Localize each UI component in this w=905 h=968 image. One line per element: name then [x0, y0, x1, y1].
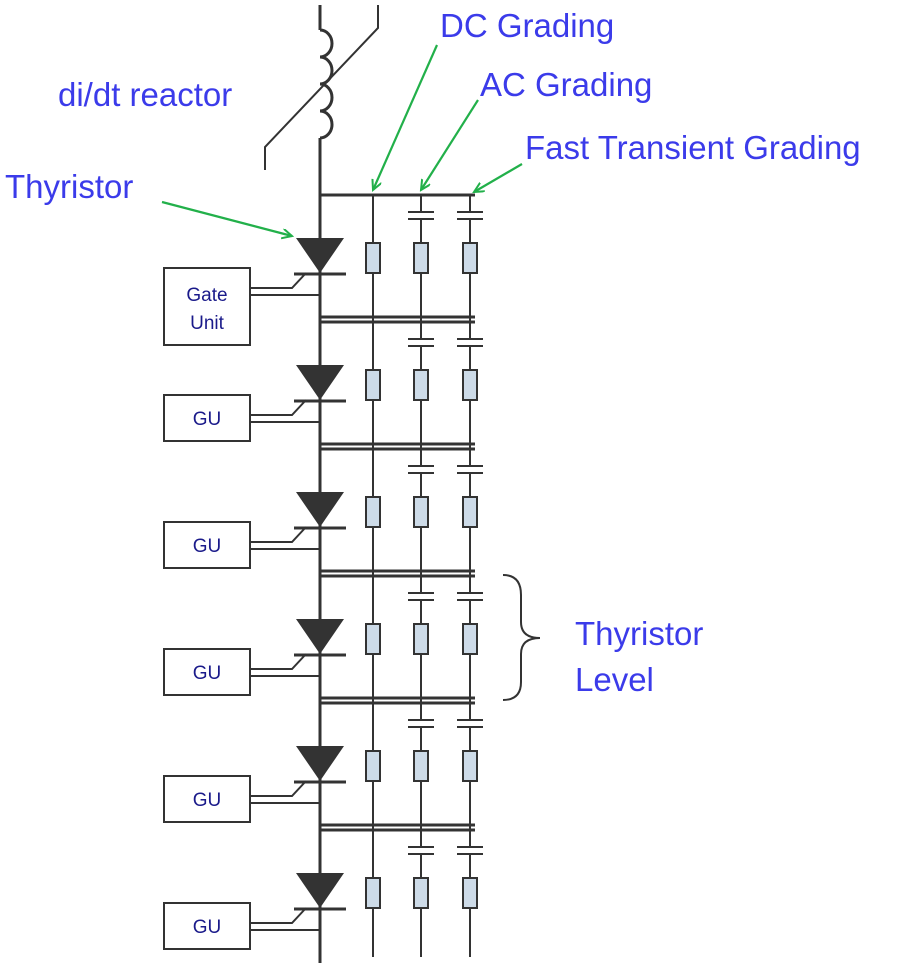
- gu-label: GU: [193, 790, 222, 811]
- reactor-label: di/dt reactor: [58, 76, 232, 113]
- ac-grading-resistor: [413, 877, 429, 909]
- gate-unit-box: [163, 521, 251, 569]
- gate-lead: [250, 272, 307, 289]
- gate-lead: [250, 780, 307, 797]
- thyristor-level: GU: [163, 696, 483, 830]
- ac-grading-resistor: [413, 242, 429, 274]
- ac-grading-resistor: [413, 623, 429, 655]
- ac-grading-resistor: [413, 750, 429, 782]
- dc-grading-resistor: [365, 369, 381, 401]
- thyristor-symbol: [296, 873, 344, 908]
- ac-grading-arrow: [421, 99, 479, 190]
- gate-unit-box: [163, 648, 251, 696]
- thyristor-level: GU: [163, 569, 483, 703]
- gu-label: GU: [193, 663, 222, 684]
- thyristor-level-label-line1: Thyristor: [575, 615, 703, 652]
- thyristor-symbol: [296, 746, 344, 781]
- reactor-symbol: [264, 5, 379, 195]
- gate-lead: [250, 399, 307, 416]
- dc-grading-label: DC Grading: [440, 7, 614, 44]
- gu-label: GU: [193, 917, 222, 938]
- thyristor-arrow: [161, 200, 292, 236]
- ft-grading-resistor: [462, 750, 478, 782]
- thyristor-symbol: [296, 619, 344, 654]
- gate-unit-box: [163, 267, 251, 346]
- thyristor-symbol: [296, 238, 344, 273]
- thyristor-symbol: [296, 492, 344, 527]
- gate-lead: [250, 653, 307, 670]
- thyristor-level-bracket: [502, 574, 541, 701]
- gate-unit-box: [163, 775, 251, 823]
- gate-unit-box: [163, 902, 251, 950]
- ac-grading-label: AC Grading: [480, 66, 652, 103]
- dc-grading-resistor: [365, 623, 381, 655]
- dc-grading-resistor: [365, 496, 381, 528]
- ft-grading-resistor: [462, 496, 478, 528]
- dc-grading-arrow: [373, 44, 439, 190]
- thyristor-symbol: [296, 365, 344, 400]
- ft-grading-resistor: [462, 623, 478, 655]
- ac-grading-resistor: [413, 369, 429, 401]
- ft-grading-resistor: [462, 369, 478, 401]
- gate-lead: [250, 907, 307, 924]
- gate-unit-label-line1: Gate: [186, 285, 227, 306]
- thyristor-level: GU: [163, 315, 483, 449]
- dc-grading-resistor: [365, 877, 381, 909]
- thyristor-level-label-line2: Level: [575, 661, 654, 698]
- gate-unit-label-line2: Unit: [190, 313, 225, 334]
- ft-grading-resistor: [462, 877, 478, 909]
- gu-label: GU: [193, 409, 222, 430]
- gate-lead: [250, 526, 307, 543]
- thyristor-level: GU: [163, 823, 483, 957]
- fast-transient-grading-arrow: [474, 163, 523, 192]
- dc-grading-resistor: [365, 750, 381, 782]
- ac-grading-resistor: [413, 496, 429, 528]
- fast-transient-grading-label: Fast Transient Grading: [525, 129, 861, 166]
- gu-label: GU: [193, 536, 222, 557]
- gate-unit-box: [163, 394, 251, 442]
- thyristor-label: Thyristor: [5, 168, 133, 205]
- thyristor-level: GU: [163, 442, 483, 576]
- dc-grading-resistor: [365, 242, 381, 274]
- ft-grading-resistor: [462, 242, 478, 274]
